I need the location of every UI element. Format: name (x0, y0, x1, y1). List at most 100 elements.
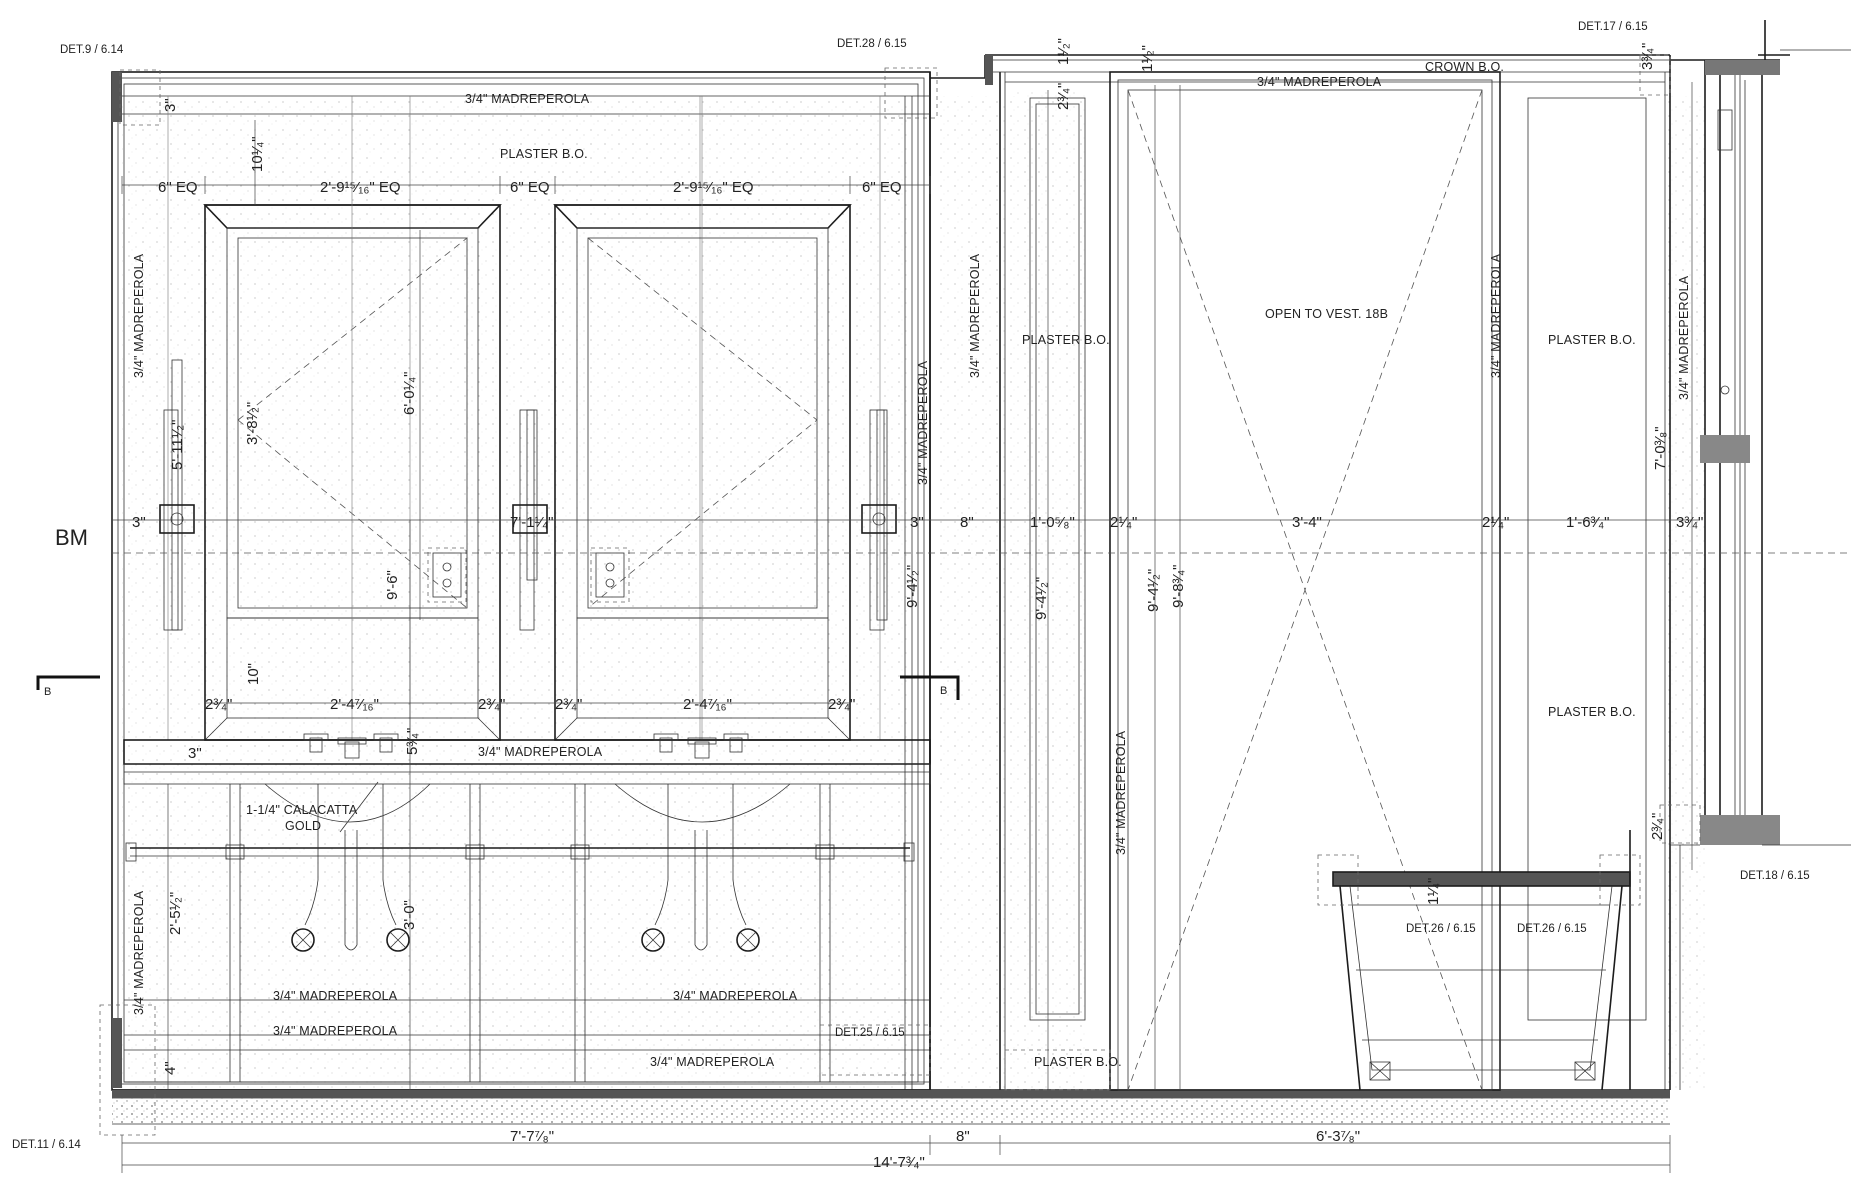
section-label-left: B (44, 686, 51, 698)
dim-mirror-2: 2'-9¹⁵⁄₁₆" EQ (673, 179, 754, 196)
label-calacatta-2: GOLD (285, 819, 321, 833)
label-plaster-left-panel: PLASTER B.O. (1022, 333, 1110, 347)
vanity (123, 739, 931, 1083)
dim-9-4-c: 9'-4¹⁄₂" (1145, 569, 1162, 612)
faucet-left (303, 733, 399, 759)
dim-6-0: 6'-0¹⁄₄" (401, 372, 418, 416)
label-calacatta-1: 1-1/4" CALACATTA (246, 803, 358, 817)
dim-2-e: 2³⁄₄" (555, 696, 582, 713)
detail-callout-9: DET.9 / 6.14 (60, 44, 124, 56)
label-madreperola-vanity-2: 3/4" MADREPEROLA (673, 989, 798, 1003)
dim-1-tub: 1¹⁄₄" (1425, 878, 1442, 905)
dim-6eq-mid: 6" EQ (510, 179, 550, 196)
label-madreperola-base: 3/4" MADREPEROLA (273, 1024, 398, 1038)
dim-3-0: 3'-0" (401, 900, 418, 930)
dim-3-top: 3³⁄₄" (1639, 43, 1656, 70)
bathtub (1332, 830, 1631, 1091)
dim-bottom-6-3: 6'-3⁷⁄₈" (1316, 1128, 1360, 1145)
dim-7-0: 7'-0³⁄₈" (1652, 426, 1669, 470)
calacatta-leader (339, 781, 379, 833)
dim-5-11: 5'-11¹⁄₂" (169, 420, 186, 470)
label-plaster-right-panel: PLASTER B.O. (1548, 333, 1636, 347)
panel-left (1029, 97, 1086, 1021)
faucet-right (653, 733, 749, 759)
label-madreperola-top-right: 3/4" MADREPEROLA (1257, 75, 1382, 89)
label-madreperola-v-far-right: 3/4" MADREPEROLA (1677, 275, 1691, 400)
dim-10-b: 10" (245, 663, 262, 685)
section-cut-left (36, 675, 100, 690)
label-madreperola-top-left: 3/4" MADREPEROLA (465, 92, 590, 106)
outlet-left (427, 547, 467, 603)
detail-callout-28: DET.28 / 6.15 (837, 38, 907, 50)
label-madreperola-v-left-upper: 3/4" MADREPEROLA (132, 253, 146, 378)
label-open-to-vest: OPEN TO VEST. 18B (1265, 307, 1388, 321)
detail-callout-11: DET.11 / 6.14 (12, 1139, 81, 1151)
bm-label: BM (55, 525, 88, 550)
dim-2-5: 2'-5¹⁄₂" (167, 892, 184, 935)
door-opening (1109, 71, 1501, 1091)
detail-callout-26b: DET.26 / 6.15 (1517, 923, 1587, 935)
label-madreperola-v-mid2: 3/4" MADREPEROLA (968, 253, 982, 378)
section-cut-right (900, 675, 960, 700)
label-madreperola-vanity-1: 3/4" MADREPEROLA (273, 989, 398, 1003)
panel-right (1527, 97, 1647, 1021)
detail-callout-26a: DET.26 / 6.15 (1406, 923, 1476, 935)
floor-slab (112, 1089, 1670, 1125)
dim-9-8: 9'-8³⁄₄" (1170, 565, 1187, 609)
label-madreperola-floor: 3/4" MADREPEROLA (650, 1055, 775, 1069)
dim-2-f: 2³⁄₄" (828, 696, 855, 713)
detail-boxes (99, 54, 1701, 1136)
dim-3-top-left: 3" (162, 98, 179, 112)
detail-callout-17: DET.17 / 6.15 (1578, 21, 1648, 33)
dim-1-6: 1'-6³⁄₄" (1566, 514, 1610, 531)
dim-2-c: 2³⁄₄" (205, 696, 232, 713)
dim-3-f: 3" (188, 745, 202, 762)
label-plaster-bottom: PLASTER B.O. (1034, 1055, 1122, 1069)
sconce-left (159, 359, 195, 631)
detail-callout-25: DET.25 / 6.15 (835, 1027, 905, 1039)
dim-3-4: 3'-4" (1292, 514, 1322, 531)
dim-7-1: 7'-1¹⁄₄" (510, 514, 554, 531)
dim-bottom-total: 14'-7³⁄₄" (873, 1154, 925, 1171)
label-crown: CROWN B.O. (1425, 60, 1504, 74)
dim-6eq-right: 6" EQ (862, 179, 902, 196)
label-madreperola-v-left-lower: 3/4" MADREPEROLA (132, 890, 146, 1015)
dim-1-top-a: 1¹⁄₂" (1055, 38, 1072, 65)
dim-6eq-left: 6" EQ (158, 179, 198, 196)
dim-2-top: 2³⁄₄" (1055, 83, 1072, 110)
dim-9-4-b: 9'-4¹⁄₂" (1033, 577, 1050, 620)
label-madreperola-counter: 3/4" MADREPEROLA (478, 745, 603, 759)
dim-2-b: 2¹⁄₄" (1482, 514, 1509, 531)
dim-5: 5³⁄₄" (404, 728, 421, 755)
dim-3-right: 3" (910, 514, 924, 531)
dim-2-4-b: 2'-4⁷⁄₁₆" (683, 696, 732, 713)
dim-10-top: 10¹⁄₄" (249, 136, 266, 172)
label-madreperola-v-door-left: 3/4" MADREPEROLA (1114, 730, 1128, 855)
dim-3-c: 3³⁄₄" (1676, 514, 1703, 531)
dim-2-a: 2¹⁄₄" (1110, 514, 1137, 531)
dimension-lines (121, 82, 1693, 1173)
dim-2-4-a: 2'-4⁷⁄₁₆" (330, 696, 379, 713)
label-madreperola-v-door-right: 3/4" MADREPEROLA (1489, 253, 1503, 378)
dim-9-6: 9'-6" (384, 570, 401, 600)
dim-9-4-a: 9'-4¹⁄₂" (904, 565, 921, 608)
dim-1-top-b: 1¹⁄₂" (1139, 45, 1156, 72)
wall-outline (111, 54, 1705, 1091)
detail-callout-18: DET.18 / 6.15 (1740, 870, 1810, 882)
dim-2-sill: 2³⁄₄" (1649, 813, 1666, 840)
label-madreperola-v-mid1: 3/4" MADREPEROLA (916, 360, 930, 485)
dim-bottom-8: 8" (956, 1128, 970, 1145)
dim-2-d: 2³⁄₄" (478, 696, 505, 713)
window-section (1670, 20, 1851, 1090)
dim-mirror-1: 2'-9¹⁵⁄₁₆" EQ (320, 179, 401, 196)
label-plaster-right-lower: PLASTER B.O. (1548, 705, 1636, 719)
dim-8: 8" (960, 514, 974, 531)
dim-bottom-7-7: 7'-7⁷⁄₈" (510, 1128, 554, 1145)
section-label-right: B (940, 685, 947, 697)
bm-datum (112, 519, 1851, 554)
label-plaster-top: PLASTER B.O. (500, 147, 588, 161)
dim-3-8: 3'-8¹⁄₂" (244, 402, 261, 445)
dim-3-left: 3" (132, 514, 146, 531)
dim-1-0: 1'-0⁵⁄₈" (1030, 514, 1075, 531)
